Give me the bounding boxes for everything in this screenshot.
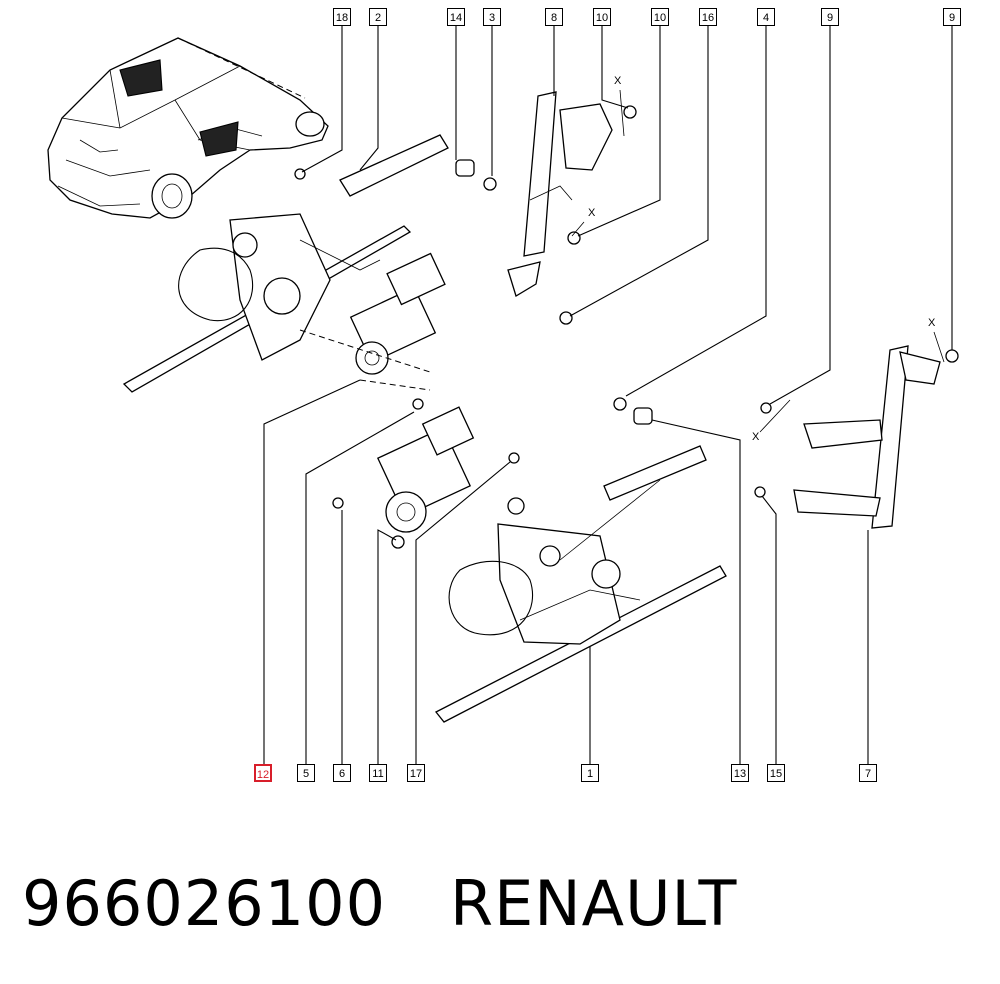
callout-11[interactable]: 11 [369, 764, 387, 782]
upper-regulator-assembly [122, 134, 449, 393]
right-glass-channel [793, 345, 941, 529]
brand-name: RENAULT [450, 866, 738, 940]
detail-mark: X [614, 75, 622, 87]
callout-18[interactable]: 18 [333, 8, 351, 26]
callout-10-b[interactable]: 10 [651, 8, 669, 26]
upper-glass-channel [507, 91, 637, 325]
callout-4[interactable]: 4 [757, 8, 775, 26]
callout-16[interactable]: 16 [699, 8, 717, 26]
callout-6[interactable]: 6 [333, 764, 351, 782]
callout-5[interactable]: 5 [297, 764, 315, 782]
top-leader-lines [301, 26, 953, 405]
caption: 966026100 RENAULT [22, 858, 737, 948]
detail-mark: X [752, 431, 760, 443]
callout-2[interactable]: 2 [369, 8, 387, 26]
callout-12-highlighted[interactable]: 12 [254, 764, 272, 782]
detail-mark: X [928, 317, 936, 329]
callout-13[interactable]: 13 [731, 764, 749, 782]
lower-motor [376, 406, 475, 549]
callout-10-a[interactable]: 10 [593, 8, 611, 26]
detail-marks: X X X X [571, 75, 945, 443]
callout-8[interactable]: 8 [545, 8, 563, 26]
callout-1[interactable]: 1 [581, 764, 599, 782]
detail-mark: X [588, 207, 596, 219]
callout-3[interactable]: 3 [483, 8, 501, 26]
callout-7[interactable]: 7 [859, 764, 877, 782]
callout-15[interactable]: 15 [767, 764, 785, 782]
car-illustration [47, 37, 329, 219]
small-parts [294, 159, 959, 509]
bottom-leader-lines [263, 379, 869, 764]
part-number: 966026100 [22, 866, 387, 940]
lower-regulator [434, 445, 727, 723]
callout-9-a[interactable]: 9 [821, 8, 839, 26]
callout-9-b[interactable]: 9 [943, 8, 961, 26]
callout-17[interactable]: 17 [407, 764, 425, 782]
callout-14[interactable]: 14 [447, 8, 465, 26]
